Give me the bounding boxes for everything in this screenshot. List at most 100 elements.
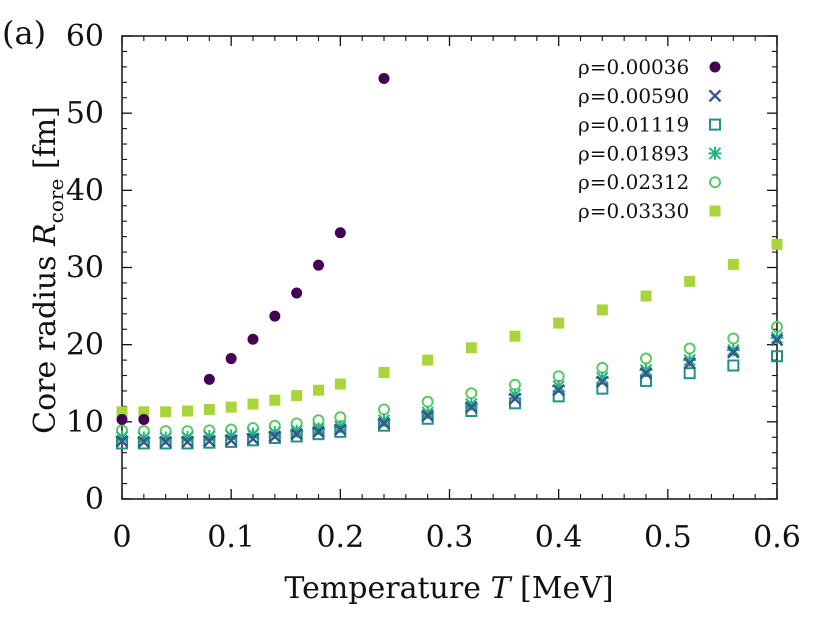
data-point [378,72,390,84]
data-point [181,430,194,444]
data-point [595,375,609,389]
data-point [508,392,522,406]
legend-marker [709,176,721,189]
data-points [115,72,784,450]
data-point [268,432,281,445]
x-axis-title: Temperature T [MeV] [284,571,613,606]
data-point [683,367,696,380]
data-point [378,366,390,378]
data-point [159,437,172,450]
series-5 [116,238,783,418]
legend: ρ=0.00036ρ=0.00590ρ=0.01119ρ=0.01893ρ=0.… [578,55,722,223]
legend-marker [709,61,721,73]
data-point [334,227,346,239]
x-tick-label: 0.5 [644,520,692,555]
data-point [224,434,238,447]
data-point [421,395,434,408]
data-point [202,429,216,443]
data-point [553,317,565,329]
data-point [115,434,129,448]
data-point [596,361,609,374]
data-point [312,428,325,441]
legend-label: ρ=0.01119 [578,113,689,137]
data-point [312,425,325,439]
data-point [464,397,478,411]
data-point [159,435,173,449]
data-point [639,363,653,377]
data-point [160,406,172,418]
data-point [313,384,324,396]
data-point [683,342,696,355]
legend-label: ρ=0.00036 [578,55,689,79]
data-point [595,371,609,385]
data-point [290,427,304,441]
y-tick-label: 50 [66,96,104,131]
y-tick-label: 0 [85,482,104,517]
data-point [727,359,740,372]
data-point [116,437,128,450]
y-tick-label: 40 [66,173,104,208]
data-point [421,412,434,425]
data-point [137,435,151,449]
data-point [726,346,740,359]
data-point [202,434,216,448]
series-3 [115,331,784,445]
data-point [269,394,281,406]
data-point [639,366,653,380]
legend-label: ρ=0.01893 [578,141,689,165]
data-point [727,258,739,270]
data-point [552,383,566,397]
data-point [203,403,215,415]
data-point [334,378,346,390]
x-tick-label: 0.6 [753,520,801,555]
data-point [246,432,260,446]
data-point [182,405,193,417]
data-point [181,435,194,449]
data-point [464,400,478,414]
data-point [137,437,150,450]
data-point [225,353,237,365]
data-point [116,414,128,426]
data-point [509,330,521,342]
panel-label: (a) [2,14,46,52]
data-point [422,354,434,366]
data-point [334,425,347,438]
data-point [596,304,608,316]
data-point [465,342,477,354]
data-point [268,430,282,443]
data-point [421,409,435,423]
data-point [224,429,238,443]
x-tick-label: 0 [112,520,131,555]
legend-marker [708,146,722,160]
data-point [640,290,652,302]
data-point [290,430,303,443]
y-tick-label: 20 [66,328,104,363]
series-1 [115,333,784,449]
data-point [313,259,324,271]
data-point [247,434,259,447]
data-point [727,332,740,345]
data-point [640,374,652,387]
x-tick-label: 0.2 [316,520,364,555]
y-axis-title: Core radius Rcore [fm] [28,106,68,434]
axis-ticks [121,35,778,500]
data-point [378,403,390,416]
series-4 [116,320,783,438]
data-point [247,333,259,345]
data-point [378,419,390,432]
data-point [508,388,522,402]
data-point [726,343,740,357]
data-point [291,287,303,299]
x-tick-label: 0.4 [535,520,583,555]
x-tick-label: 0.1 [207,520,255,555]
legend-label: ρ=0.02312 [578,170,689,194]
data-point [640,352,652,365]
data-point [203,373,215,385]
data-point [377,417,391,430]
legend-marker [708,89,722,103]
data-point [771,238,783,250]
data-point [421,406,435,420]
data-point [116,406,128,418]
legend-label: ρ=0.03330 [578,199,689,223]
